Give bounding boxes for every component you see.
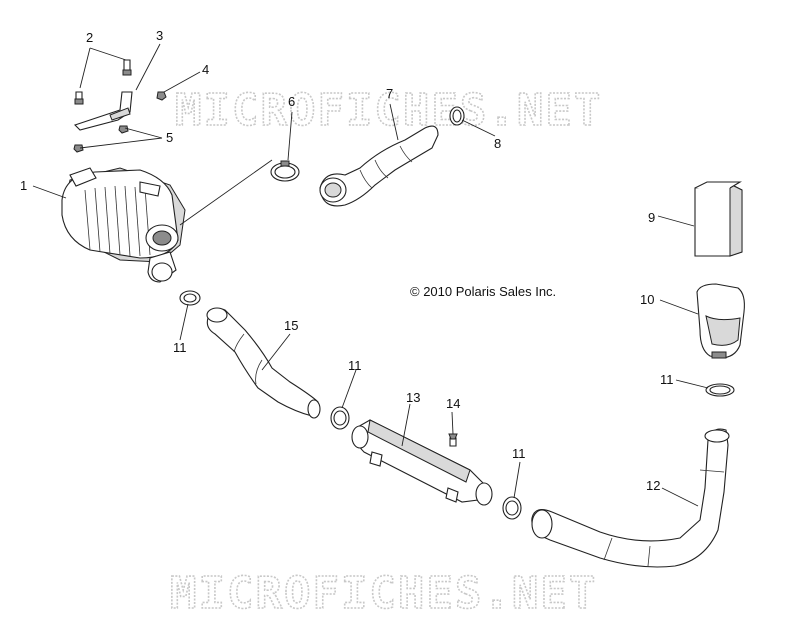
callout-4: 4 bbox=[202, 62, 209, 77]
callout-1: 1 bbox=[20, 178, 27, 193]
upper-intake-hose-part bbox=[319, 125, 439, 207]
callout-8: 8 bbox=[494, 136, 501, 151]
leader-lines bbox=[32, 43, 709, 507]
callout-13: 13 bbox=[406, 390, 420, 405]
callouts: 1 2 3 4 5 6 7 8 9 10 11 11 11 11 12 13 1… bbox=[20, 28, 674, 493]
callout-7: 7 bbox=[386, 86, 393, 101]
hose-clamps bbox=[179, 106, 735, 520]
intake-boot-part bbox=[696, 283, 745, 359]
callout-11d: 11 bbox=[660, 372, 674, 387]
callout-11c: 11 bbox=[512, 446, 526, 461]
callout-11a: 11 bbox=[173, 340, 187, 355]
callout-12: 12 bbox=[646, 478, 660, 493]
watermark-top: MICROFICHES.NET bbox=[175, 85, 602, 136]
callout-10: 10 bbox=[640, 292, 654, 307]
callout-9: 9 bbox=[648, 210, 655, 225]
copyright-notice: © 2010 Polaris Sales Inc. bbox=[410, 284, 556, 299]
air-box-part bbox=[61, 167, 186, 283]
callout-14: 14 bbox=[446, 396, 460, 411]
callout-2: 2 bbox=[86, 30, 93, 45]
lower-intake-hose-part bbox=[531, 428, 730, 568]
callout-15: 15 bbox=[284, 318, 298, 333]
bracket-hardware-part bbox=[73, 59, 167, 153]
foam-block-part bbox=[694, 181, 743, 257]
watermark-bottom: MICROFICHES.NET bbox=[170, 568, 597, 619]
callout-6: 6 bbox=[288, 94, 295, 109]
callout-5: 5 bbox=[166, 130, 173, 145]
resonator-tube-part bbox=[351, 419, 493, 506]
fitting-part bbox=[448, 433, 458, 447]
callout-3: 3 bbox=[156, 28, 163, 43]
mid-intake-hose-part bbox=[206, 307, 321, 419]
callout-11b: 11 bbox=[348, 358, 362, 373]
